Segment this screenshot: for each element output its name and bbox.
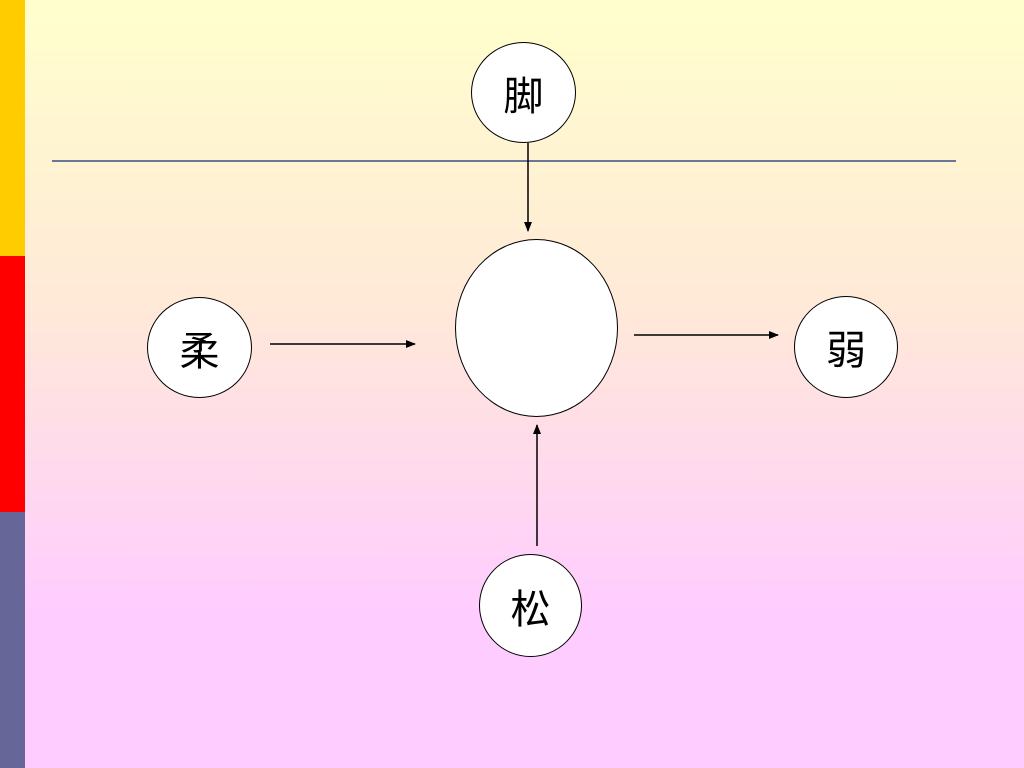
node-song: 松 <box>479 554 582 657</box>
horizontal-divider <box>52 160 956 162</box>
accent-bar-yellow <box>0 0 25 256</box>
node-ruo: 弱 <box>794 296 898 398</box>
accent-bar-purple <box>0 512 25 768</box>
node-rou: 柔 <box>147 297 252 398</box>
node-jiao: 脚 <box>471 42 576 143</box>
node-center <box>455 239 618 417</box>
accent-bar-red <box>0 256 25 512</box>
